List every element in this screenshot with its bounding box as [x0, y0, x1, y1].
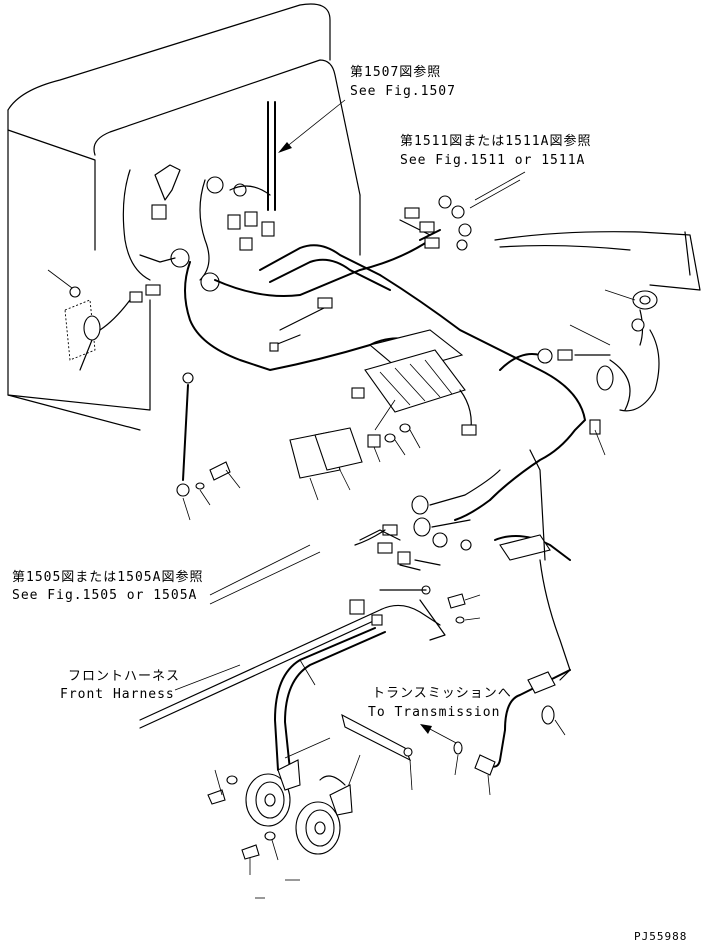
fig1511-en-label: See Fig.1511 or 1511A [400, 153, 585, 168]
front-harness-en: Front Harness [60, 687, 175, 702]
mid-connectors [354, 469, 571, 566]
fig1505-en-label: See Fig.1505 or 1505A [12, 588, 197, 603]
front-harness-lines [139, 449, 571, 729]
fig1505-jp-label: 第1505図または1505A図参照 [12, 569, 203, 585]
fig1505-reference: 第1505図または1505A図参照 See Fig.1505 or 1505A [12, 544, 321, 605]
drawing-id: PJ55988 [634, 930, 687, 943]
lever-assembly [494, 231, 701, 412]
upper-harness [122, 164, 275, 303]
fuse-box [351, 329, 477, 436]
brackets [289, 423, 421, 501]
dashboard-body [7, 3, 361, 431]
to-transmission-en: To Transmission [368, 705, 500, 720]
main-harness [184, 195, 587, 501]
fig1507-en-label: See Fig.1507 [350, 84, 456, 99]
fig1507-jp-label: 第1507図参照 [350, 64, 441, 80]
front-harness-label: フロントハーネス Front Harness [60, 664, 241, 702]
fig1511-reference: 第1511図または1511A図参照 See Fig.1511 or 1511A [400, 133, 591, 209]
left-switch [47, 269, 131, 371]
arrow-head-icon [420, 724, 432, 734]
to-transmission: トランスミッションへ To Transmission [368, 669, 571, 796]
ground-cable [176, 372, 241, 521]
to-transmission-jp: トランスミッションへ [372, 686, 512, 701]
horn-assembly [207, 627, 413, 899]
right-connectors [499, 324, 631, 456]
front-harness-jp: フロントハーネス [68, 669, 180, 684]
fig1511-jp-label: 第1511図または1511A図参照 [400, 133, 591, 149]
fig1507-reference: 第1507図参照 See Fig.1507 [267, 64, 456, 211]
arrow-head-icon [278, 142, 292, 153]
